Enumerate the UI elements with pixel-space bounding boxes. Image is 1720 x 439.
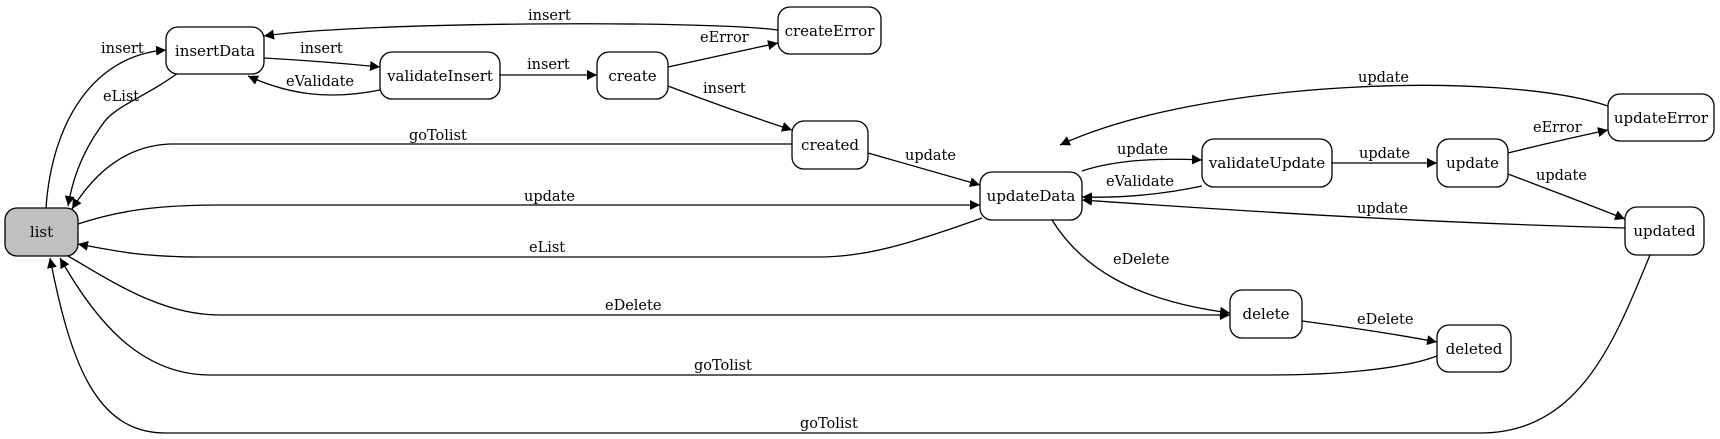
edge-label-validateUpdate-to-update: update	[1359, 146, 1410, 162]
edge-label-created-to-list: goTolist	[409, 128, 467, 144]
node-updateData[interactable]: updateData	[979, 171, 1083, 221]
edge-delete-to-deleted	[1301, 320, 1438, 346]
edge-label-list-to-insertData: insert	[101, 41, 144, 57]
edge-list-to-insertData	[45, 45, 167, 209]
edge-label-validateInsert-to-insertData: eValidate	[286, 74, 354, 90]
edge-create-to-created	[667, 85, 793, 132]
edge-label-list-to-delete: eDelete	[605, 298, 661, 314]
node-create[interactable]: create	[596, 51, 669, 100]
edges: insert eList insert insert eValidate ins…	[45, 8, 1651, 434]
node-validateInsert-box	[379, 51, 501, 100]
node-delete-label: delete	[1242, 305, 1289, 323]
node-deleted-label: deleted	[1446, 340, 1503, 358]
edge-label-created-to-updateData: update	[905, 148, 956, 164]
node-delete[interactable]: delete	[1229, 289, 1303, 339]
node-list-label: list	[30, 223, 53, 241]
edge-label-createError-to-insertData: insert	[528, 8, 571, 24]
edge-updateData-to-validateUpdate	[1081, 154, 1203, 172]
edge-label-deleted-to-list: goTolist	[694, 358, 752, 374]
node-updateError-box	[1607, 93, 1715, 142]
node-validateUpdate-label: validateUpdate	[1208, 154, 1325, 172]
node-deleted[interactable]: deleted	[1436, 324, 1512, 373]
node-updated-box	[1624, 206, 1705, 256]
node-created-label: created	[801, 136, 859, 154]
edge-label-updateData-to-list: eList	[529, 240, 565, 256]
node-validateUpdate-box	[1201, 138, 1333, 188]
node-update[interactable]: update	[1436, 138, 1509, 188]
node-updateData-box	[979, 171, 1083, 221]
node-updated-label: updated	[1633, 222, 1696, 240]
edge-deleted-to-list	[59, 257, 1438, 376]
node-insertData-box	[165, 26, 265, 75]
edge-label-validateUpdate-to-updateData: eValidate	[1106, 174, 1174, 190]
node-list[interactable]: list	[4, 207, 79, 257]
node-create-box	[596, 51, 669, 100]
edge-updateData-to-list	[77, 217, 983, 258]
node-insertData-label: insertData	[175, 42, 255, 60]
node-delete-box	[1229, 289, 1303, 339]
node-updateData-label: updateData	[987, 187, 1076, 205]
edge-label-updateData-to-validateUpdate: update	[1117, 142, 1168, 158]
edge-label-updateData-to-delete: eDelete	[1113, 252, 1169, 268]
nodes: list insertData validateInsert create cr…	[4, 6, 1715, 373]
node-created-box	[791, 120, 869, 170]
edge-label-create-to-createError: eError	[700, 30, 749, 46]
node-validateInsert-label: validateInsert	[386, 67, 493, 85]
edge-insertData-to-validateInsert	[263, 57, 381, 71]
edge-validateUpdate-to-updateData	[1081, 185, 1203, 203]
node-createError-box	[777, 6, 882, 55]
node-createError-label: createError	[785, 22, 876, 40]
edge-updateData-to-delete	[1051, 219, 1231, 317]
edge-created-to-list	[71, 143, 792, 210]
edge-list-to-updateData	[77, 200, 980, 225]
edge-label-update-to-updated: update	[1536, 168, 1587, 184]
node-deleted-box	[1436, 324, 1512, 373]
edge-update-to-updateError	[1507, 127, 1609, 154]
edge-validateInsert-to-insertData	[247, 75, 381, 96]
edge-label-updated-to-list: goTolist	[800, 416, 858, 432]
edge-list-to-delete	[67, 255, 1230, 320]
edge-label-delete-to-deleted: eDelete	[1357, 312, 1413, 328]
edge-updated-to-updateData	[1081, 195, 1626, 229]
node-create-label: create	[608, 67, 656, 85]
edge-label-insertData-to-validateInsert: insert	[300, 41, 343, 57]
edge-label-validateInsert-to-create: insert	[527, 57, 570, 73]
node-update-box	[1436, 138, 1509, 188]
edge-insertData-to-list	[64, 69, 183, 207]
edge-updated-to-list	[47, 254, 1651, 434]
edge-label-create-to-created: insert	[703, 81, 746, 97]
node-validateUpdate[interactable]: validateUpdate	[1201, 138, 1333, 188]
edge-label-list-to-updateData: update	[524, 189, 575, 205]
edge-updateError-to-updateData	[1059, 84, 1609, 146]
node-insertData[interactable]: insertData	[165, 26, 265, 75]
node-list-box	[4, 207, 79, 257]
node-createError[interactable]: createError	[777, 6, 882, 55]
node-validateInsert[interactable]: validateInsert	[379, 51, 501, 100]
edge-update-to-updated	[1507, 173, 1626, 220]
edge-create-to-createError	[667, 40, 779, 68]
node-updateError[interactable]: updateError	[1607, 93, 1715, 142]
node-updated[interactable]: updated	[1624, 206, 1705, 256]
node-update-label: update	[1446, 154, 1499, 172]
edge-label-updateError-to-updateData: update	[1358, 70, 1409, 86]
edge-createError-to-insertData	[263, 23, 779, 40]
edge-label-updated-to-updateData: update	[1357, 201, 1408, 217]
node-created[interactable]: created	[791, 120, 869, 170]
node-updateError-label: updateError	[1614, 109, 1709, 127]
edge-label-update-to-updateError: eError	[1533, 120, 1582, 136]
edge-label-insertData-to-list: eList	[103, 89, 139, 105]
edge-created-to-updateData	[867, 152, 981, 188]
